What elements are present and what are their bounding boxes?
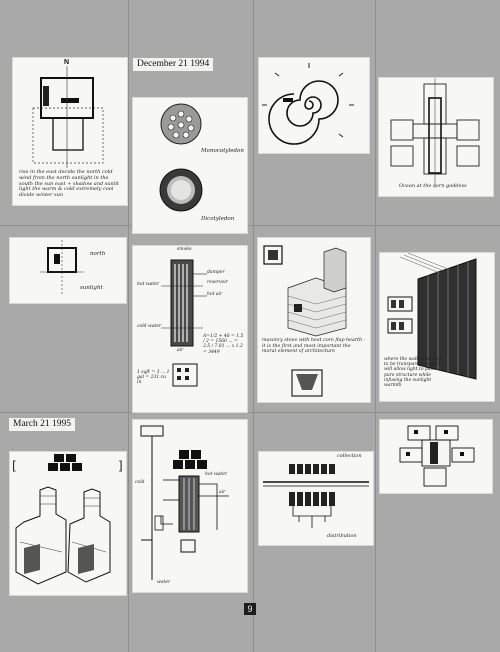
sketch-card-chimneys: [ ] [10,452,126,595]
smoke-label: smoke [177,247,192,252]
sketch-card-stove-section: smoke damper reservoir hot air hot water… [133,246,247,412]
sketch-card-orientation: north sunlight [10,238,126,303]
site-plan-note: rise in the east decide the north cold w… [19,169,119,198]
hot-water-pipe-label: hot water [205,472,228,477]
unit-conversions: 1 sqft = 3 ... 1 gal = 231 cu in [137,370,170,386]
date-label-december: December 21 1994 [133,58,214,71]
air-pipe-label: air [219,490,226,495]
hot-water-label: hot water [137,282,160,287]
svg-text:]: ] [118,459,123,473]
grid-line [253,0,254,652]
air-label: air [177,348,184,353]
sketch-card-site-plan: N rise in the east decide the north cold… [13,58,127,205]
stove-section-drawing [161,259,207,387]
sketch-card-masonry-stove: masonry stove with heat core flap hearth… [258,238,370,402]
hot-air-label: hot air [207,292,223,297]
reservoir-label: reservoir [207,280,228,285]
water-wall-drawing [387,253,477,380]
orientation-drawing [40,240,84,296]
monocot-label: Monocotyledon [201,148,244,154]
sketch-card-collection: collection distribution [259,452,373,545]
water-pipe-label: water [157,580,171,585]
sketch-card-piping: hot water cold air water [133,420,247,592]
small-plan-drawing [399,425,475,487]
page-number: 9 [244,603,256,615]
sketch-card-cotyledons: Monocotyledon Dicotyledon [133,98,247,233]
site-plan-drawing [32,66,104,168]
north-note: north [90,251,106,257]
cold-pipe-label: cold [135,480,145,485]
piping-drawing [140,425,229,580]
sketch-card-water-wall: where the wall is needed to be transpare… [380,253,494,401]
svg-text:[: [ [12,459,17,473]
cold-water-label: cold water [137,324,162,329]
sketch-card-small-plan [380,420,492,493]
spiral-drawing [262,63,354,145]
masonry-stove-drawing [263,245,347,397]
grid-line [0,225,500,226]
damper-label: damper [207,270,225,275]
collection-label: collection [337,453,362,459]
chimneys-drawing: [ ] [12,454,123,585]
collection-drawing [263,464,369,528]
sunlight-note: sunlight [80,285,103,291]
cotyledon-drawing [159,103,203,212]
cross-plan-note: Ocean at the corn goddess [399,183,467,189]
north-label: N [64,59,70,66]
masonry-stove-note: masonry stove with heat core flap hearth… [262,338,366,355]
grid-line [128,0,129,652]
grid-line [0,412,500,413]
cross-plan-drawing [390,78,480,188]
sketch-card-cross-plan: Ocean at the corn goddess [379,78,493,196]
sketch-card-spiral [259,58,369,153]
water-wall-note: where the wall is needed to be transpare… [384,357,442,388]
dicot-label: Dicotyledon [201,216,235,222]
date-label-march: March 21 1995 [9,418,76,431]
grid-line [375,0,376,652]
stove-formulas: A=1/2 + 48 = 1.5 / 2 = 1560 ... = 2.5 / … [203,334,244,355]
distribution-label: distribution [327,533,357,539]
